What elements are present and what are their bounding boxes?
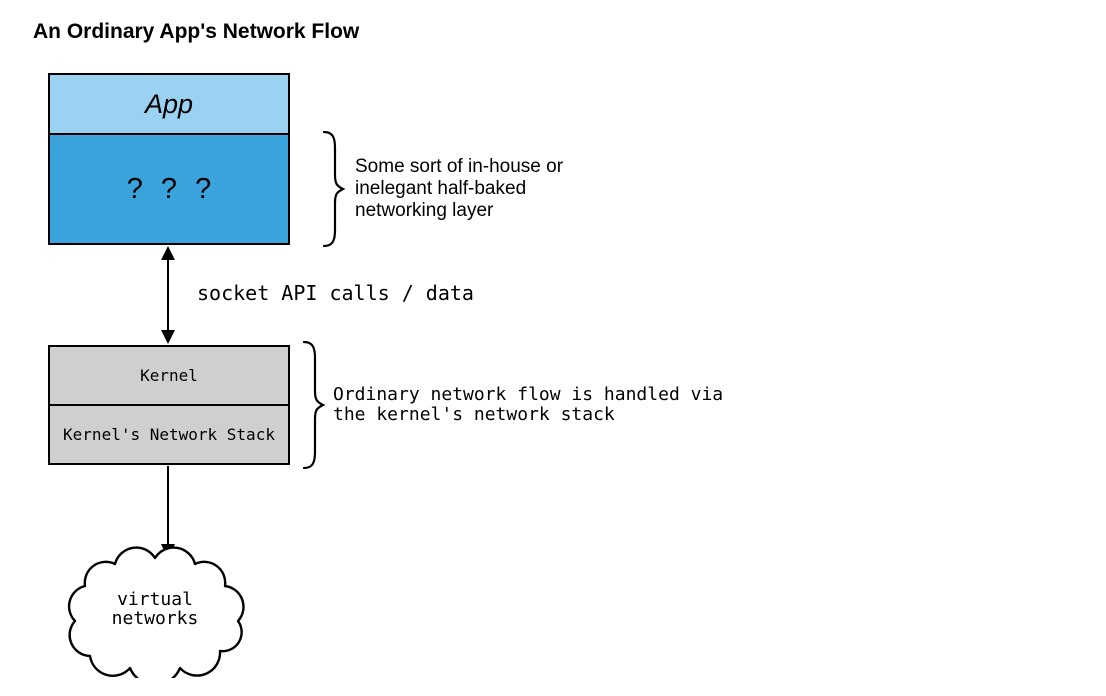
- kernel-label: Kernel: [140, 366, 198, 385]
- cloud-label: virtual networks: [60, 590, 250, 628]
- kernel-brace-icon: [302, 341, 326, 469]
- kernel-network-stack-label: Kernel's Network Stack: [63, 425, 275, 444]
- app-brace-note: Some sort of in-house or inelegant half-…: [355, 156, 563, 222]
- app-stack-box: App ? ? ?: [48, 73, 290, 245]
- kernel-brace-note: Ordinary network flow is handled via the…: [333, 385, 723, 425]
- app-brace-note-line: Some sort of in-house or: [355, 156, 564, 177]
- kernel-box: Kernel: [50, 347, 288, 406]
- kernel-brace-note-line: the kernel's network stack: [333, 404, 615, 425]
- virtual-networks-cloud: [67, 546, 245, 678]
- app-box: App: [50, 75, 288, 135]
- socket-arrow-label: socket API calls / data: [197, 281, 474, 305]
- kernel-brace-note-line: Ordinary network flow is handled via: [333, 384, 724, 405]
- cloud-label-line: virtual: [117, 589, 193, 610]
- unknown-networking-label: ? ? ?: [126, 172, 212, 205]
- diagram-title: An Ordinary App's Network Flow: [33, 20, 360, 43]
- app-label: App: [144, 88, 194, 119]
- app-brace-note-line: networking layer: [355, 200, 494, 221]
- app-brace-note-line: inelegant half-baked: [355, 178, 527, 199]
- app-brace-icon: [322, 131, 346, 247]
- socket-double-arrow-icon: [161, 246, 175, 344]
- unknown-networking-box: ? ? ?: [50, 135, 288, 243]
- kernel-stack-box: Kernel Kernel's Network Stack: [48, 345, 290, 465]
- cloud-label-line: networks: [111, 608, 199, 629]
- kernel-network-stack-box: Kernel's Network Stack: [50, 406, 288, 463]
